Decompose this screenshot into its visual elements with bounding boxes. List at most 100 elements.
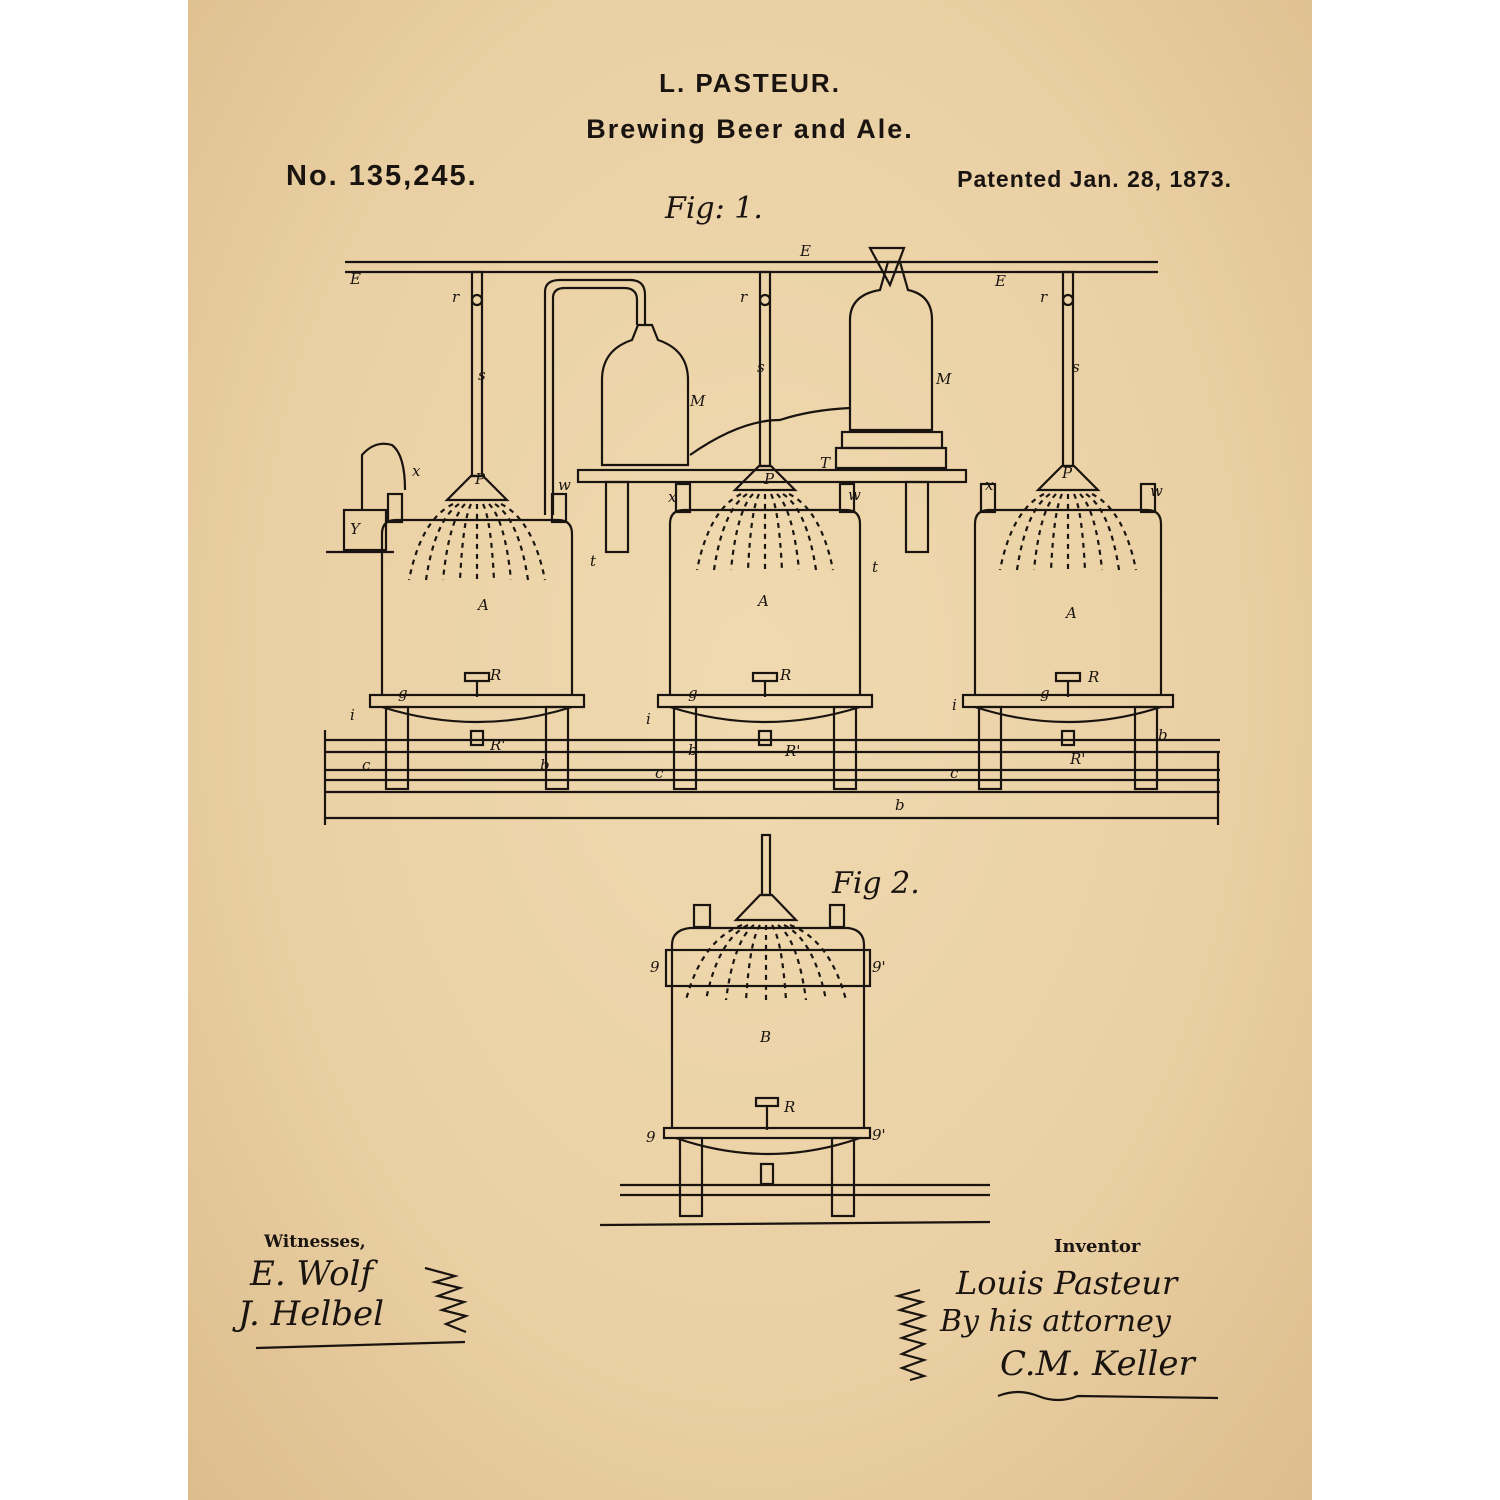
shelf-bracket	[604, 480, 630, 554]
part-label: R'	[784, 742, 800, 760]
spray-stream	[494, 503, 530, 581]
part-label: R	[783, 1098, 795, 1116]
bottom-valve	[469, 729, 485, 747]
spray-stream	[782, 493, 818, 571]
part-label: Y	[350, 520, 362, 538]
part-label: A	[756, 592, 769, 610]
spray-stream	[746, 493, 760, 571]
underline-left	[255, 1340, 466, 1350]
vent-x	[979, 482, 997, 514]
ground-beam	[599, 1220, 991, 1227]
fig1-label: Fig: 1.	[664, 191, 763, 226]
patent-number: No. 135,245.	[286, 160, 478, 192]
valve	[758, 293, 772, 307]
block	[834, 446, 948, 470]
fig2-label: Fig 2.	[831, 866, 920, 901]
part-label: x	[412, 462, 421, 480]
witness-signature-1: E. Wolf	[250, 1254, 374, 1294]
part-label: c	[362, 756, 371, 774]
part-label: g	[688, 684, 698, 702]
part-label: s	[757, 358, 765, 376]
part-label: b	[1158, 726, 1168, 744]
funnel	[868, 246, 906, 288]
tank-leg	[678, 1136, 704, 1218]
vessel-y	[342, 508, 388, 552]
siphon-pipe	[543, 278, 647, 515]
part-label: 9	[646, 1128, 656, 1146]
spray-stream	[788, 493, 835, 571]
part-label: M	[935, 370, 952, 388]
spray-stream	[789, 923, 848, 1001]
supply-pipe	[1061, 270, 1075, 468]
vent-x	[386, 492, 404, 524]
part-label: 9'	[872, 958, 886, 976]
bottle-m2	[848, 260, 934, 432]
witness-signature-2: J. Helbel	[238, 1294, 385, 1334]
bracket-flourish-right	[893, 1288, 928, 1382]
supply-pipe	[758, 270, 772, 468]
valve	[1061, 293, 1075, 307]
part-label: A	[476, 596, 489, 614]
tank-bottom	[381, 705, 573, 724]
part-label: E	[799, 242, 811, 260]
part-label: 9'	[872, 1126, 886, 1144]
part-label: P	[1061, 464, 1073, 482]
vent-x	[674, 482, 692, 514]
spray-stream	[441, 503, 466, 581]
part-label: R'	[1069, 750, 1085, 768]
part-label: R	[1087, 668, 1099, 686]
tank-leg	[832, 705, 858, 791]
tank-bottom	[974, 705, 1162, 724]
part-label: P	[763, 470, 775, 488]
part-label: b	[540, 756, 550, 774]
tank-body	[380, 518, 574, 695]
part-label: x	[985, 476, 994, 494]
patent-date: Patented Jan. 28, 1873.	[957, 166, 1232, 192]
vent-w	[1139, 482, 1157, 514]
bottle-m1	[600, 323, 690, 467]
spray-stream	[1085, 493, 1121, 571]
tap	[754, 1096, 780, 1108]
inventor-heading: L. PASTEUR.	[659, 68, 841, 98]
spray-stream	[1091, 493, 1138, 571]
spray-stream	[695, 493, 742, 571]
shelf-t	[576, 468, 968, 484]
part-label: R	[489, 666, 501, 684]
tank-b-lid	[664, 948, 872, 988]
inventor-label: Inventor	[1054, 1236, 1141, 1257]
block	[840, 430, 944, 450]
signature-flourishes	[255, 1266, 1219, 1402]
spray-stream	[1032, 493, 1057, 571]
bottom-valve	[1060, 729, 1076, 747]
spray-stream	[407, 503, 454, 581]
underline-right	[997, 1390, 1219, 1402]
part-label: r	[452, 288, 460, 306]
supply-pipe	[760, 833, 772, 897]
part-label: B	[759, 1028, 771, 1046]
witnesses-label: Witnesses,	[264, 1232, 366, 1252]
part-label: b	[688, 741, 698, 759]
shelf-bracket	[904, 480, 930, 554]
bracket-flourish-left	[424, 1266, 470, 1334]
valve	[470, 293, 484, 307]
vent	[828, 903, 846, 929]
vent-w	[838, 482, 856, 514]
part-label: b	[895, 796, 905, 814]
tap	[463, 671, 491, 683]
part-label: M	[689, 392, 706, 410]
spray-stream	[1079, 493, 1104, 571]
tank-b-bottom	[675, 1136, 861, 1156]
part-label: R	[779, 666, 791, 684]
part-label: A	[1064, 604, 1077, 622]
patent-sheet: L. PASTEUR. Brewing Beer and Ale. No. 13…	[188, 0, 1312, 1500]
tank-leg	[544, 705, 570, 791]
part-label: g	[398, 684, 408, 702]
tap	[751, 671, 779, 683]
spray-stream	[684, 923, 743, 1001]
patent-title: Brewing Beer and Ale.	[586, 114, 914, 144]
gooseneck	[360, 442, 407, 510]
tap	[1054, 671, 1082, 683]
tank-leg	[1133, 705, 1159, 791]
part-label: i	[952, 696, 957, 714]
